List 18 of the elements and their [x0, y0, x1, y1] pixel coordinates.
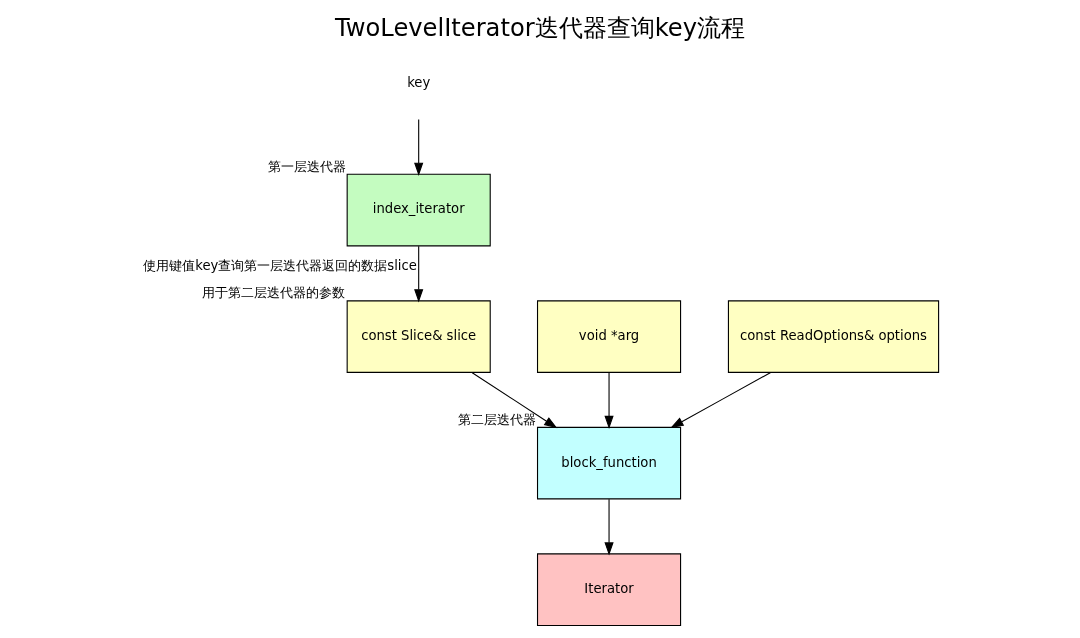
node-text: key: [407, 74, 431, 90]
edge-label: 使用键值key查询第一层迭代器返回的数据slice: [143, 258, 417, 274]
node-label: 用于第二层迭代器的参数: [202, 285, 346, 301]
arrow: [414, 245, 424, 303]
node-box: const Slice& slice: [346, 300, 491, 373]
node-label: 第二层迭代器: [458, 411, 537, 427]
node-box: index_iterator: [346, 173, 491, 247]
arrow: [604, 372, 614, 429]
arrow: [604, 498, 614, 556]
node-box: void *arg: [536, 300, 682, 373]
arrow: [414, 119, 424, 176]
node-box: Iterator: [536, 553, 682, 626]
diagram-title: TwoLevelIterator迭代器查询key流程: [334, 14, 746, 43]
node-box: const ReadOptions& options: [727, 300, 940, 373]
node-box: block_function: [536, 426, 682, 500]
arrow: [471, 372, 558, 429]
node-label: 第一层迭代器: [268, 158, 346, 174]
arrow: [670, 371, 772, 429]
